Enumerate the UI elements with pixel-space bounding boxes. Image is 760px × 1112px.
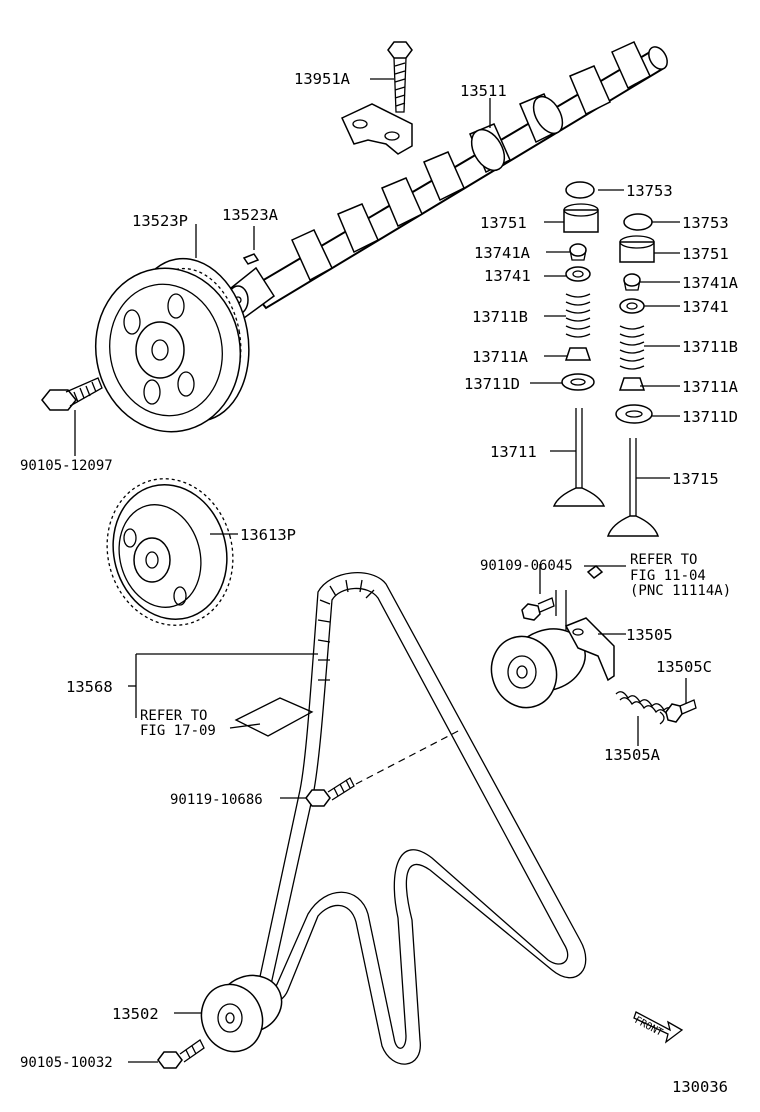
callout-90105-12097: 90105-12097 <box>20 458 113 474</box>
callout-13753-a: 13753 <box>626 182 673 200</box>
camshaft <box>224 41 668 320</box>
idler-bolt-90105-10032 <box>157 1039 205 1069</box>
callout-13711D-a: 13711D <box>464 375 520 393</box>
callout-13511: 13511 <box>460 82 507 100</box>
valve-train-exhaust <box>606 213 660 537</box>
callout-90109-06045: 90109-06045 <box>480 558 573 574</box>
idler-bolt-leader-dashed <box>355 729 461 785</box>
ref-tensioner-line-2: FIG 11-04 <box>630 568 706 584</box>
callout-13505C: 13505C <box>656 658 712 676</box>
belt-reference-box <box>234 697 314 737</box>
camshaft-timing-pulley <box>94 257 250 433</box>
crankshaft-timing-pulley <box>106 478 234 626</box>
callout-13741A-b: 13741A <box>682 274 739 292</box>
pulley-bolt-90105-12097 <box>41 377 103 411</box>
callout-13711D-b: 13711D <box>682 408 738 426</box>
callout-labels: 13951A 13511 13753 13751 13753 13741A 13… <box>20 70 739 1096</box>
idler-bolt-90119-10686 <box>305 777 355 807</box>
callout-13951A: 13951A <box>294 70 351 88</box>
callout-13502: 13502 <box>112 1005 159 1023</box>
figure-number: 130036 <box>672 1078 728 1096</box>
front-direction-arrow: FRONT <box>633 1011 684 1044</box>
callout-13711A-b: 13711A <box>682 378 739 396</box>
callout-13711B-b: 13711B <box>682 338 738 356</box>
idler-pulley <box>200 974 283 1053</box>
ref-tensioner-line-3: (PNC 11114A) <box>630 583 731 599</box>
callout-90105-10032: 90105-10032 <box>20 1055 113 1071</box>
callout-13505: 13505 <box>626 626 673 644</box>
callout-13751-a: 13751 <box>480 214 527 232</box>
tension-spring <box>615 691 677 725</box>
ref-belt-line-2: FIG 17-09 <box>140 723 216 739</box>
callout-13751-b: 13751 <box>682 245 729 263</box>
callout-13753-b: 13753 <box>682 214 729 232</box>
ref-tensioner-line-1: REFER TO <box>630 552 697 568</box>
callout-13505A: 13505A <box>604 746 661 764</box>
timing-belt <box>257 572 587 1065</box>
callout-13741A-a: 13741A <box>474 244 531 262</box>
camshaft-key <box>242 253 260 265</box>
tensioner-bolt-90109-06045 <box>521 565 604 630</box>
callout-13613P: 13613P <box>240 526 296 544</box>
belt-tensioner <box>490 617 615 709</box>
callout-13715: 13715 <box>672 470 719 488</box>
callout-13711: 13711 <box>490 443 537 461</box>
callout-13741-a: 13741 <box>484 267 531 285</box>
callout-13568: 13568 <box>66 678 113 696</box>
callout-90119-10686: 90119-10686 <box>170 792 263 808</box>
tensioner-stud <box>665 699 697 723</box>
leader-lines <box>74 78 687 1063</box>
callout-13523P: 13523P <box>132 212 188 230</box>
callout-13741-b: 13741 <box>682 298 729 316</box>
camshaft-bearing-cap-and-bolt <box>341 41 413 155</box>
ref-belt-line-1: REFER TO <box>140 708 207 724</box>
valve-train-intake <box>552 181 606 507</box>
callout-13711B-a: 13711B <box>472 308 528 326</box>
callout-13523A: 13523A <box>222 206 279 224</box>
callout-13711A-a: 13711A <box>472 348 529 366</box>
